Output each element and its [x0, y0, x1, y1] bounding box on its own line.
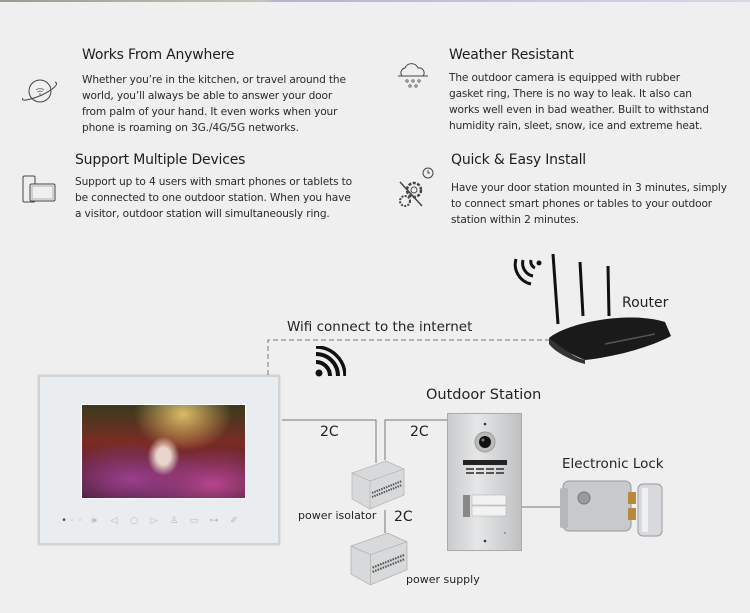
indoor-monitor: • ◦ ◦ 🕪 ◁ ○ ▷ ♙ ▭ ⊶ ✐	[38, 375, 280, 545]
feature-title: Weather Resistant	[449, 47, 574, 63]
cloud-rain-icon	[396, 62, 430, 94]
monitor-button-icon[interactable]: ▭	[189, 516, 199, 526]
outdoor-station-label: Outdoor Station	[426, 387, 542, 403]
cable-label: 2C	[394, 509, 413, 525]
key-button-icon[interactable]: ⊶	[209, 516, 219, 526]
feature-line: phone is roaming on 3G./4G/5G networks.	[82, 122, 299, 134]
indicator-dot: ◦	[77, 516, 83, 526]
router-image	[545, 253, 675, 368]
feature-line: from palm of your hand. It even works wh…	[82, 106, 338, 118]
power-supply-label: power supply	[406, 573, 480, 586]
power-isolator-image	[350, 459, 406, 510]
ok-button-icon[interactable]: ○	[130, 516, 138, 526]
speaker-button-icon[interactable]: 🕪	[91, 516, 97, 526]
power-supply-image	[348, 531, 408, 586]
indicator-dot: ◦	[69, 516, 75, 526]
cable-label: 2C	[320, 424, 339, 440]
wifi-icon	[314, 345, 347, 382]
monitor-buttons: • ◦ ◦ 🕪 ◁ ○ ▷ ♙ ▭ ⊶ ✐	[60, 516, 244, 526]
electronic-lock-label: Electronic Lock	[562, 456, 664, 472]
router-label: Router	[622, 295, 669, 311]
cable-label: 2C	[410, 424, 429, 440]
top-strip	[0, 0, 750, 2]
router-wifi-icon	[513, 256, 547, 292]
feature-line: Whether you’re in the kitchen, or travel…	[82, 74, 346, 86]
feature-line: a visitor, outdoor station will simultan…	[75, 208, 330, 220]
power-isolator-label: power isolator	[298, 509, 377, 522]
feature-title: Support Multiple Devices	[75, 152, 246, 168]
feature-body: Whether you’re in the kitchen, or travel…	[82, 72, 346, 136]
feature-title: Quick & Easy Install	[451, 152, 587, 168]
feature-body: Have your door station mounted in 3 minu…	[451, 180, 727, 228]
feature-line: to connect smart phones or tables to you…	[451, 198, 713, 210]
user-button-icon[interactable]: ♙	[169, 516, 179, 526]
feature-body: The outdoor camera is equipped with rubb…	[449, 70, 709, 134]
right-button-icon[interactable]: ▷	[150, 516, 158, 526]
left-button-icon[interactable]: ◁	[110, 516, 118, 526]
feature-line: Have your door station mounted in 3 minu…	[451, 182, 727, 194]
phone-tablet-icon	[22, 175, 56, 207]
feature-line: world, you’ll always be able to answer y…	[82, 90, 333, 102]
gears-clock-icon	[396, 166, 436, 216]
feature-line: be connected to one outdoor station. Whe…	[75, 192, 351, 204]
feature-line: Support up to 4 users with smart phones …	[75, 176, 353, 188]
feature-title: Works From Anywhere	[82, 47, 235, 63]
globe-wifi-icon	[20, 76, 60, 110]
monitor-screen-image	[81, 404, 246, 499]
cable-isolator-station	[384, 419, 447, 460]
feature-line: gasket ring, There is no way to leak. It…	[449, 88, 692, 100]
feature-line: works well even in bad weather. Built to…	[449, 104, 709, 116]
feature-line: station within 2 minutes.	[451, 214, 579, 226]
feature-body: Support up to 4 users with smart phones …	[75, 174, 352, 222]
wifi-dashed-line	[267, 339, 552, 375]
hangup-button-icon[interactable]: ✐	[230, 516, 238, 526]
indicator-dot: •	[61, 516, 67, 526]
wifi-label: Wifi connect to the internet	[287, 319, 473, 335]
electronic-lock-image	[558, 478, 666, 544]
feature-line: The outdoor camera is equipped with rubb…	[449, 72, 680, 84]
feature-line: humidity rain, sleet, snow, ice and extr…	[449, 120, 703, 132]
cable-monitor-isolator	[282, 419, 377, 463]
outdoor-station-image	[447, 413, 522, 551]
